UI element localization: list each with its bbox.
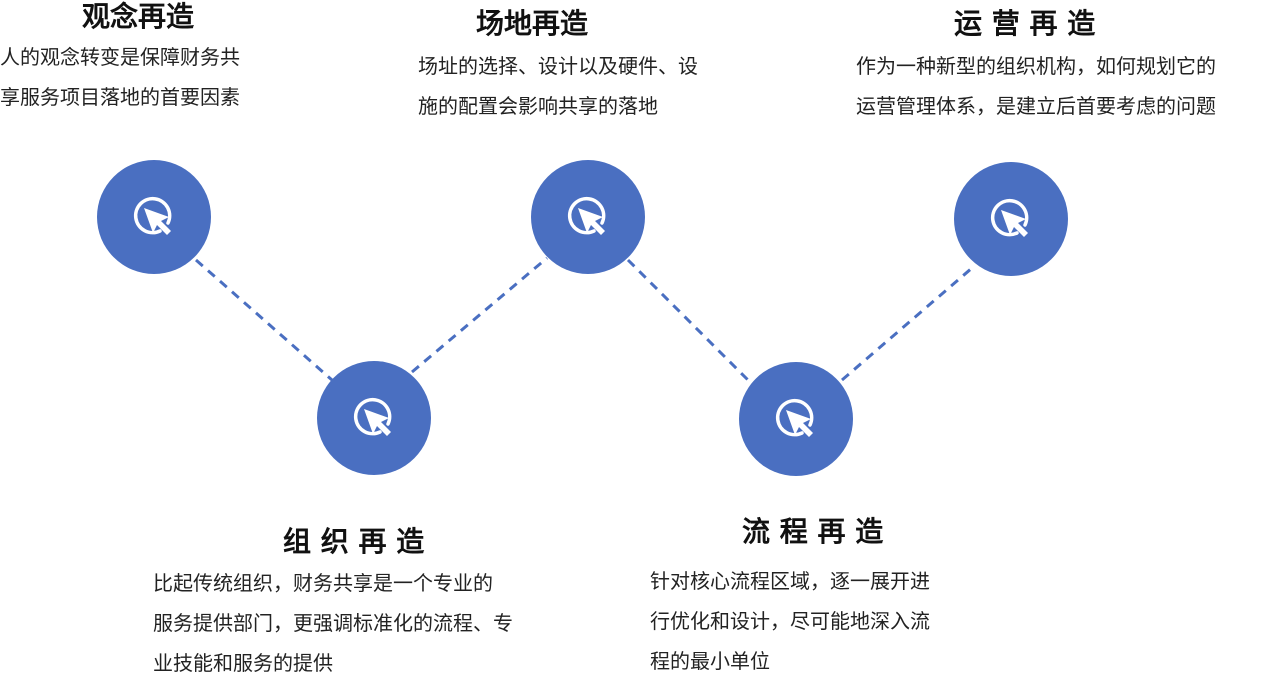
- block-title-zuzhi: 组 织 再 造: [283, 525, 425, 558]
- desc-line: 施的配置会影响共享的落地: [418, 94, 658, 118]
- desc-line: 人的观念转变是保障财务共: [0, 45, 240, 69]
- desc-line: 比起传统组织，财务共享是一个专业的: [153, 571, 493, 595]
- connector-5-3: [841, 266, 973, 382]
- block-desc-liucheng: 针对核心流程区域，逐一展开进 行优化和设计，尽可能地深入流 程的最小单位: [650, 561, 995, 681]
- block-desc-yunying: 作为一种新型的组织机构，如何规划它的 运营管理体系，是建立后首要考虑的问题: [856, 46, 1271, 126]
- connector-2-5: [626, 258, 750, 382]
- block-desc-zuzhi: 比起传统组织，财务共享是一个专业的 服务提供部门，更强调标准化的流程、专 业技能…: [153, 563, 573, 683]
- node-guannian[interactable]: [97, 160, 211, 274]
- node-zuzhi[interactable]: [317, 361, 431, 475]
- block-title-changdi: 场地再造: [476, 7, 589, 40]
- cursor-click-icon: [353, 397, 392, 436]
- cursor-click-icon: [990, 198, 1029, 237]
- cursor-click-icon: [775, 398, 814, 437]
- desc-line: 享服务项目落地的首要因素: [0, 85, 240, 109]
- node-liucheng[interactable]: [739, 362, 853, 476]
- block-zuzhi: 组 织 再 造 比起传统组织，财务共享是一个专业的 服务提供部门，更强调标准化的…: [153, 525, 573, 683]
- node-yunying[interactable]: [954, 162, 1068, 276]
- desc-line: 运营管理体系，是建立后首要考虑的问题: [856, 94, 1216, 118]
- block-title-yunying: 运 营 再 造: [954, 7, 1096, 40]
- block-liucheng: 流 程 再 造 针对核心流程区域，逐一展开进 行优化和设计，尽可能地深入流 程的…: [650, 515, 995, 681]
- block-yunying: 运 营 再 造 作为一种新型的组织机构，如何规划它的 运营管理体系，是建立后首要…: [856, 7, 1271, 126]
- connector-4-2: [411, 256, 548, 374]
- cursor-click-icon: [133, 196, 172, 235]
- desc-line: 行优化和设计，尽可能地深入流: [650, 609, 930, 633]
- block-desc-guannian: 人的观念转变是保障财务共 享服务项目落地的首要因素: [0, 37, 330, 117]
- desc-line: 业技能和服务的提供: [153, 651, 333, 675]
- block-changdi: 场地再造 场址的选择、设计以及硬件、设 施的配置会影响共享的落地: [418, 7, 778, 126]
- connector-1-4: [195, 258, 333, 382]
- block-guannian: 观念再造 人的观念转变是保障财务共 享服务项目落地的首要因素: [0, 0, 330, 117]
- block-desc-changdi: 场址的选择、设计以及硬件、设 施的配置会影响共享的落地: [418, 46, 778, 126]
- desc-line: 服务提供部门，更强调标准化的流程、专: [153, 611, 513, 635]
- block-title-liucheng: 流 程 再 造: [742, 515, 884, 548]
- block-title-guannian: 观念再造: [82, 0, 195, 33]
- node-changdi[interactable]: [531, 160, 645, 274]
- desc-line: 作为一种新型的组织机构，如何规划它的: [856, 54, 1216, 78]
- desc-line: 场址的选择、设计以及硬件、设: [418, 54, 698, 78]
- desc-line: 针对核心流程区域，逐一展开进: [650, 569, 930, 593]
- desc-line: 程的最小单位: [650, 649, 770, 673]
- cursor-click-icon: [567, 196, 606, 235]
